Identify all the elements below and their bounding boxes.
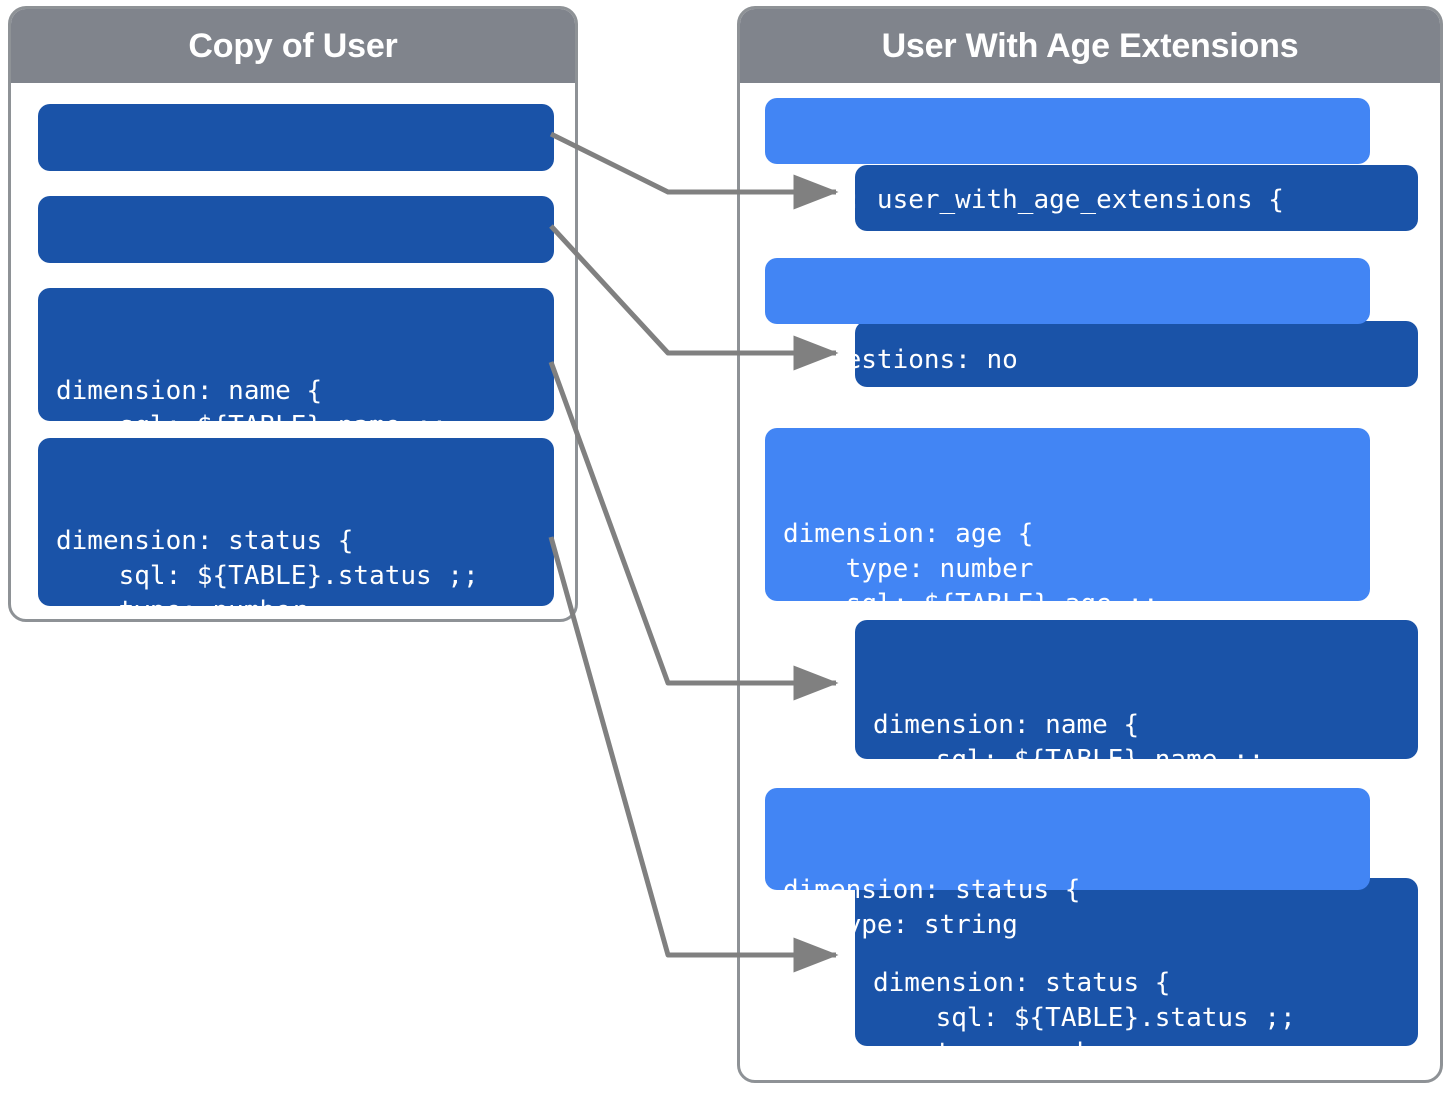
code-text: dimension: name { sql: ${TABLE}.name ;; … [873,710,1265,810]
code-block-left-dimension-status: dimension: status { sql: ${TABLE}.status… [38,438,554,619]
panel-copy-of-user: Copy of User view: user { suggestions: y… [8,6,578,622]
code-block-right-view-extension: view: user_with_age_extensions { [765,98,1370,215]
panel-left-title: Copy of User [11,9,575,83]
code-block-right-suggestions-yes: suggestions: yes [855,321,1418,438]
panel-user-with-age-extensions: User With Age Extensions view: user_with… [737,6,1443,1083]
code-text: dimension: status { sql: ${TABLE}.status… [56,526,479,622]
panel-right-title: User With Age Extensions [740,9,1440,83]
code-block-left-view: view: user { [38,104,554,222]
code-text: dimension: status { sql: ${TABLE}.status… [873,968,1296,1080]
code-text: view: user_with_age_extensions { [783,185,1284,215]
code-block-right-dimension-status-dark: dimension: status { sql: ${TABLE}.status… [855,878,1418,1080]
code-text: suggestions: no [783,345,1018,375]
code-block-right-dimension-status-light: dimension: status { type: string [765,788,1370,940]
code-block-right-dimension-name: dimension: name { sql: ${TABLE}.name ;; … [855,620,1418,810]
code-block-left-suggestions: suggestions: yes [38,196,554,314]
code-text: dimension: name { sql: ${TABLE}.name ;; … [56,376,448,476]
code-block-right-dimension-age: dimension: age { type: number sql: ${TAB… [765,428,1370,654]
code-text: dimension: age { type: number sql: ${TAB… [783,519,1159,654]
code-text: dimension: status { type: string [783,875,1081,940]
code-block-right-suggestions-no: suggestions: no [765,258,1370,375]
code-block-left-dimension-name: dimension: name { sql: ${TABLE}.name ;; … [38,288,554,476]
